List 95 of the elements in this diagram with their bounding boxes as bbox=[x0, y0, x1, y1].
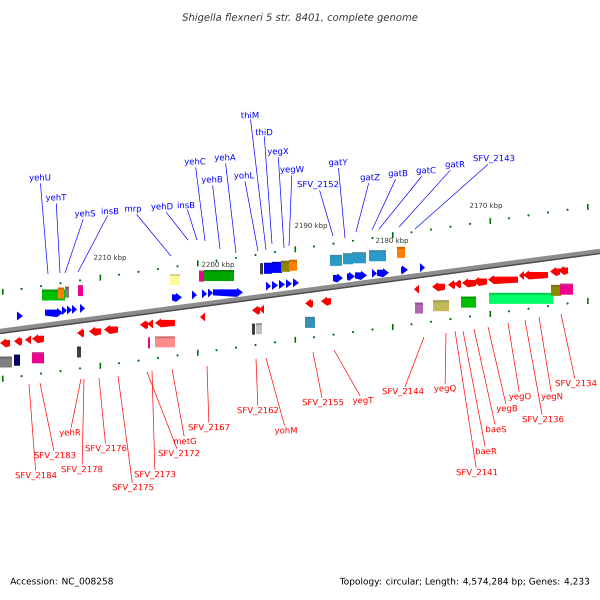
gene-label: thiD bbox=[255, 128, 272, 136]
leader-line bbox=[266, 358, 285, 426]
gene-label: metG bbox=[174, 438, 196, 444]
gene-label: yehR bbox=[59, 428, 81, 438]
gene-label: yegN bbox=[541, 393, 562, 401]
gene-label: yegB bbox=[496, 405, 518, 413]
gene-label: yegT bbox=[352, 397, 374, 405]
leader-line bbox=[212, 184, 220, 250]
gene-label: SFV_2173 bbox=[134, 470, 176, 480]
gene-label: yehS bbox=[74, 210, 96, 218]
leader-line bbox=[398, 170, 451, 228]
leader-line bbox=[78, 215, 108, 272]
leader-line bbox=[244, 180, 258, 252]
gene-label: gatY bbox=[328, 159, 348, 167]
leader-line bbox=[225, 162, 236, 254]
leader-line bbox=[56, 202, 60, 274]
gene-label: SFV_2178 bbox=[62, 466, 102, 474]
leader-line bbox=[256, 358, 258, 406]
leader-line bbox=[378, 176, 422, 230]
leader-line bbox=[474, 328, 496, 425]
gene-label: SFV_2155 bbox=[302, 398, 344, 408]
leader-line bbox=[356, 182, 370, 232]
gene-label: yehB bbox=[202, 176, 222, 184]
leader-line bbox=[82, 378, 84, 465]
gene-label: yehC bbox=[184, 158, 206, 166]
leader-line bbox=[64, 218, 84, 274]
gene-label: yegX bbox=[268, 148, 288, 156]
leader-line bbox=[264, 136, 272, 244]
leader-line bbox=[146, 372, 178, 449]
gene-label: mrp bbox=[125, 206, 142, 214]
leader-line bbox=[118, 376, 133, 483]
leader-line bbox=[538, 316, 552, 392]
gene-label: gatZ bbox=[360, 174, 380, 182]
leader-line bbox=[508, 322, 520, 392]
gene-label: gatB bbox=[388, 170, 408, 178]
gene-label: SFV_2176 bbox=[86, 444, 126, 454]
leader-line bbox=[488, 326, 506, 404]
leader-line bbox=[152, 370, 156, 470]
title: Shigella flexneri 5 str. 8401, complete genome bbox=[182, 13, 418, 23]
leader-line bbox=[206, 366, 210, 423]
leader-line bbox=[312, 352, 322, 398]
leader-line bbox=[98, 378, 106, 444]
leader-line bbox=[195, 166, 206, 242]
leader-line bbox=[338, 168, 346, 238]
gene-label: gatR bbox=[446, 161, 465, 169]
gene-label: yehD bbox=[151, 202, 173, 212]
leader-line bbox=[414, 164, 488, 230]
leader-line bbox=[136, 214, 172, 256]
footer-text: Accession: NC_008258 bbox=[10, 578, 113, 586]
gene-label: SFV_2162 bbox=[238, 406, 278, 416]
gene-label: insB bbox=[102, 208, 118, 214]
gene-label: yohL bbox=[234, 172, 254, 180]
gene-label: yehU bbox=[29, 174, 50, 182]
gene-label: SFV_2144 bbox=[382, 388, 424, 396]
gene-label: baeR bbox=[476, 448, 497, 454]
leader-line bbox=[444, 332, 446, 384]
leader-line bbox=[187, 209, 198, 240]
leader-line bbox=[166, 212, 188, 240]
leader-line bbox=[172, 368, 185, 437]
gene-label: SFV_2175 bbox=[112, 484, 154, 492]
gene-label: yehA bbox=[214, 154, 236, 162]
leader-line bbox=[70, 378, 82, 428]
gene-label: SFV_2184 bbox=[16, 472, 56, 480]
gene-label: SFV_2134 bbox=[556, 380, 596, 388]
gene-label: insB bbox=[178, 202, 194, 208]
gene-label: yohM bbox=[274, 426, 297, 436]
gene-label: yehT bbox=[46, 194, 66, 202]
gene-label: SFV_2152 bbox=[298, 180, 338, 190]
gene-label: yegO bbox=[509, 392, 531, 402]
leader-line bbox=[28, 384, 36, 471]
leader-line bbox=[524, 320, 542, 415]
leader-line bbox=[288, 174, 292, 246]
gene-label: SFV_2172 bbox=[158, 450, 200, 458]
leader-line bbox=[40, 382, 54, 451]
gene-label: yegQ bbox=[434, 384, 456, 394]
leader-line bbox=[319, 190, 334, 236]
leader-line bbox=[334, 350, 360, 396]
gene-label: SFV_2136 bbox=[522, 416, 564, 424]
leader-line bbox=[250, 119, 266, 250]
gene-label: gatC bbox=[416, 166, 436, 176]
gene-label: SFV_2183 bbox=[34, 452, 76, 460]
gene-label: SFV_2167 bbox=[188, 424, 230, 432]
leader-line bbox=[454, 330, 477, 468]
leader-line bbox=[40, 182, 48, 274]
gene-label: yegW bbox=[280, 166, 304, 174]
gene-label: baeS bbox=[486, 426, 506, 432]
leader-line bbox=[404, 336, 424, 387]
leader-line bbox=[560, 314, 576, 379]
leader-line bbox=[462, 330, 486, 447]
gene-label: SFV_2141 bbox=[456, 468, 498, 478]
gene-label: SFV_2143 bbox=[474, 154, 514, 164]
leader-line bbox=[278, 156, 284, 248]
gene-label: thiM bbox=[241, 112, 258, 118]
leader-line bbox=[372, 178, 396, 230]
footer-text: Topology: circular; Length: 4,574,284 bp; Genes: 4,233 bbox=[340, 578, 590, 586]
